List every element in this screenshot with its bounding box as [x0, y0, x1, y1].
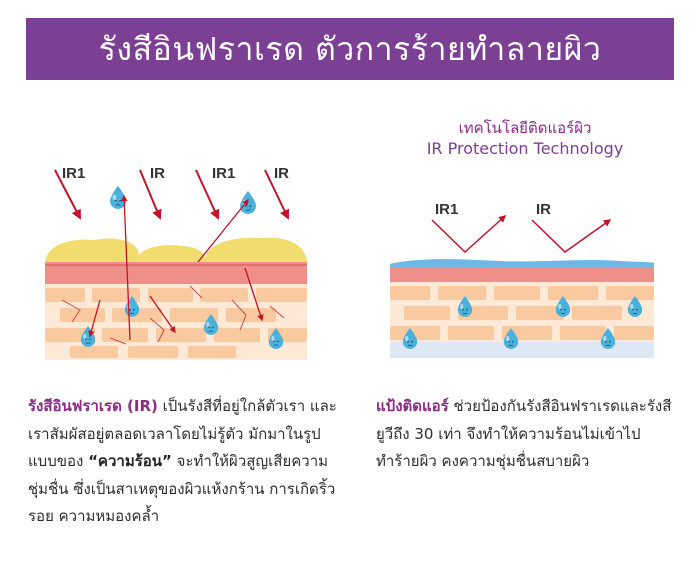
right-ray-label-1: IR1: [435, 201, 458, 218]
right-heading: เทคโนโลยีติดแอร์ผิว IR Protection Techno…: [375, 118, 675, 160]
banner-title: รังสีอินฟราเรด ตัวการร้ายทำลายผิว: [98, 30, 602, 68]
left-ray-label-1: IR1: [62, 165, 85, 182]
right-ray-label-2: IR: [536, 201, 551, 218]
heading-thai: เทคโนโลยีติดแอร์ผิว: [458, 119, 592, 137]
right-skin-diagram: IR1 IR: [390, 201, 654, 358]
right-highlight: แป้งติดแอร์: [376, 397, 449, 415]
left-skin-diagram: IR1 IR IR1 IR: [45, 165, 307, 360]
left-text-part2: จะทำให้ผิวสูญเสียความชุ่มชื่น ซึ่งเป็นสา…: [28, 452, 336, 525]
left-description: รังสีอินฟราเรด (IR) เป็นรังสีที่อยู่ใกล้…: [28, 393, 348, 531]
heading-english: IR Protection Technology: [426, 139, 624, 158]
left-highlight: รังสีอินฟราเรด (IR): [28, 397, 158, 415]
left-ray-label-3: IR1: [212, 165, 235, 182]
right-text-part1: ช่วยป้องกันรังสีอินฟราเรดและรังสียูวีถึง…: [376, 397, 672, 470]
left-text-part1: เป็นรังสีที่อยู่ใกล้ตัวเรา และเราสัมผัสอ…: [28, 397, 337, 470]
left-text-bold: “ความร้อน”: [88, 452, 172, 470]
right-description: แป้งติดแอร์ ช่วยป้องกันรังสีอินฟราเรดและ…: [376, 393, 676, 476]
title-banner: รังสีอินฟราเรด ตัวการร้ายทำลายผิว: [26, 18, 674, 80]
left-ray-label-4: IR: [274, 165, 289, 182]
left-ray-label-2: IR: [150, 165, 165, 182]
